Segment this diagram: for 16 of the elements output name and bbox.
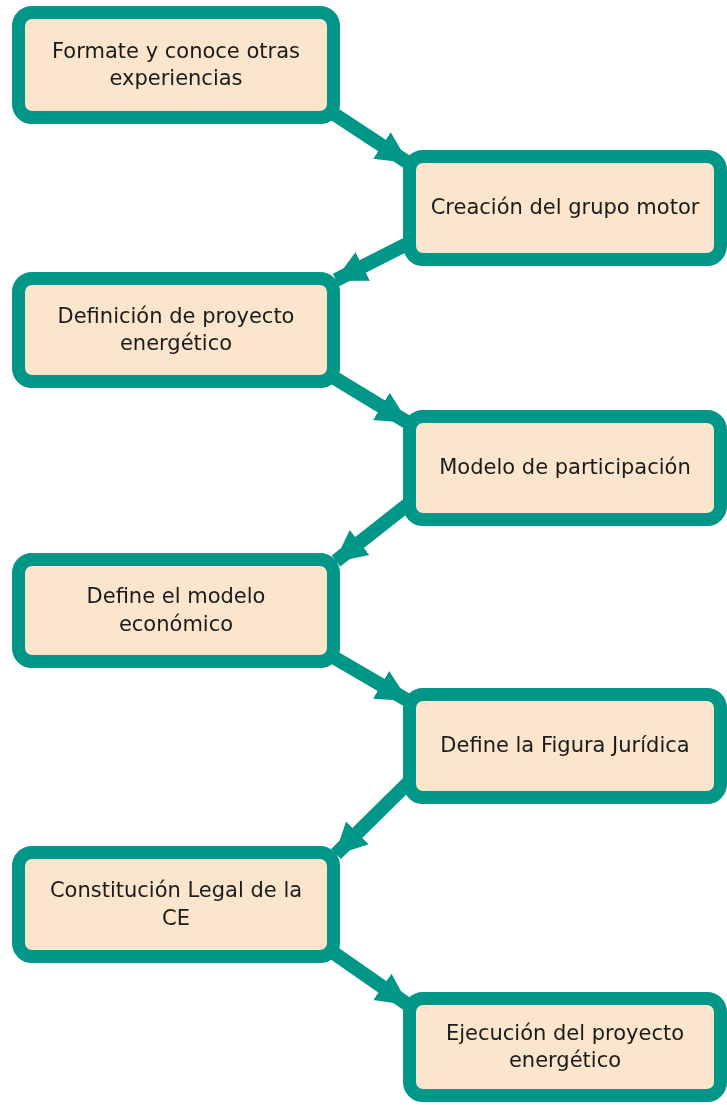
process-box bbox=[403, 410, 727, 526]
process-box bbox=[403, 150, 727, 266]
process-box bbox=[12, 272, 340, 388]
step-label: Modelo de participación bbox=[439, 454, 691, 482]
step-label: Creación del grupo motor bbox=[430, 194, 700, 222]
process-box bbox=[12, 6, 340, 124]
step-label: Definición de proyecto energético bbox=[56, 302, 296, 357]
step-label: Define el modelo económico bbox=[85, 583, 267, 638]
process-box bbox=[403, 992, 727, 1102]
step-label: Formate y conoce otras experiencias bbox=[51, 37, 301, 92]
process-box bbox=[12, 553, 340, 668]
step-label: Constitución Legal de la CE bbox=[48, 877, 304, 932]
process-box bbox=[12, 846, 340, 963]
step-label: Define la Figura Jurídica bbox=[440, 732, 690, 760]
process-box bbox=[403, 688, 727, 804]
step-label: Ejecución del proyecto energético bbox=[444, 1019, 686, 1074]
